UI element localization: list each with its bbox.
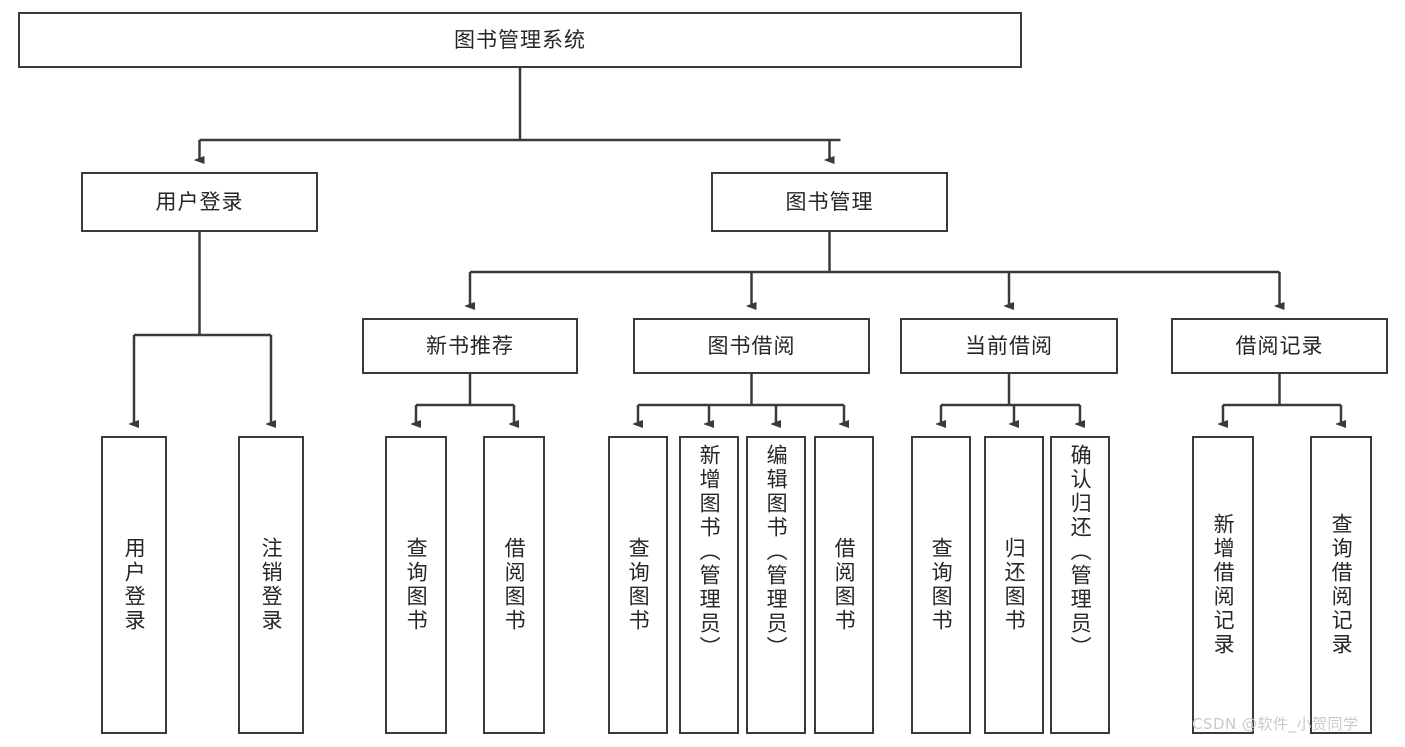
node-leaf-edit-book[interactable]: 编辑图书（管理员） [746,436,806,734]
node-current-borrow[interactable]: 当前借阅 [900,318,1118,374]
node-leaf-return-book-label: 归还图书 [1002,537,1027,633]
node-leaf-query-book-2[interactable]: 查询图书 [608,436,668,734]
node-book-manage-label: 图书管理 [785,189,874,214]
node-leaf-add-book[interactable]: 新增图书（管理员） [679,436,739,734]
node-user-login-label: 用户登录 [155,189,244,214]
node-leaf-add-record-label: 新增借阅记录 [1211,513,1236,657]
node-leaf-return-book[interactable]: 归还图书 [984,436,1044,734]
node-leaf-query-record[interactable]: 查询借阅记录 [1310,436,1372,734]
node-leaf-borrow-book-1[interactable]: 借阅图书 [483,436,545,734]
node-leaf-query-book-3-label: 查询图书 [929,537,954,633]
node-leaf-query-book-2-label: 查询图书 [626,537,651,633]
node-leaf-user-login-label: 用户登录 [122,537,147,633]
node-leaf-edit-book-label: 编辑图书（管理员） [764,444,789,660]
node-leaf-confirm-return-label: 确认归还（管理员） [1068,444,1093,660]
node-borrow-record[interactable]: 借阅记录 [1171,318,1388,374]
node-leaf-borrow-book-1-label: 借阅图书 [502,537,527,633]
node-leaf-borrow-book-2-label: 借阅图书 [832,537,857,633]
node-leaf-query-book-1[interactable]: 查询图书 [385,436,447,734]
node-leaf-user-login[interactable]: 用户登录 [101,436,167,734]
node-leaf-query-record-label: 查询借阅记录 [1329,513,1354,657]
node-leaf-borrow-book-2[interactable]: 借阅图书 [814,436,874,734]
node-root[interactable]: 图书管理系统 [18,12,1022,68]
node-leaf-user-logout[interactable]: 注销登录 [238,436,304,734]
node-new-book-rec-label: 新书推荐 [426,333,514,358]
node-leaf-user-logout-label: 注销登录 [259,537,284,633]
node-current-borrow-label: 当前借阅 [965,333,1053,358]
node-leaf-add-record[interactable]: 新增借阅记录 [1192,436,1254,734]
node-book-manage[interactable]: 图书管理 [711,172,948,232]
node-leaf-query-book-3[interactable]: 查询图书 [911,436,971,734]
node-borrow-record-label: 借阅记录 [1235,333,1324,358]
node-new-book-rec[interactable]: 新书推荐 [362,318,578,374]
node-book-borrow[interactable]: 图书借阅 [633,318,870,374]
node-leaf-add-book-label: 新增图书（管理员） [697,444,722,660]
node-root-label: 图书管理系统 [454,27,586,52]
node-user-login[interactable]: 用户登录 [81,172,318,232]
node-leaf-confirm-return[interactable]: 确认归还（管理员） [1050,436,1110,734]
node-leaf-query-book-1-label: 查询图书 [404,537,429,633]
node-book-borrow-label: 图书借阅 [707,333,796,358]
